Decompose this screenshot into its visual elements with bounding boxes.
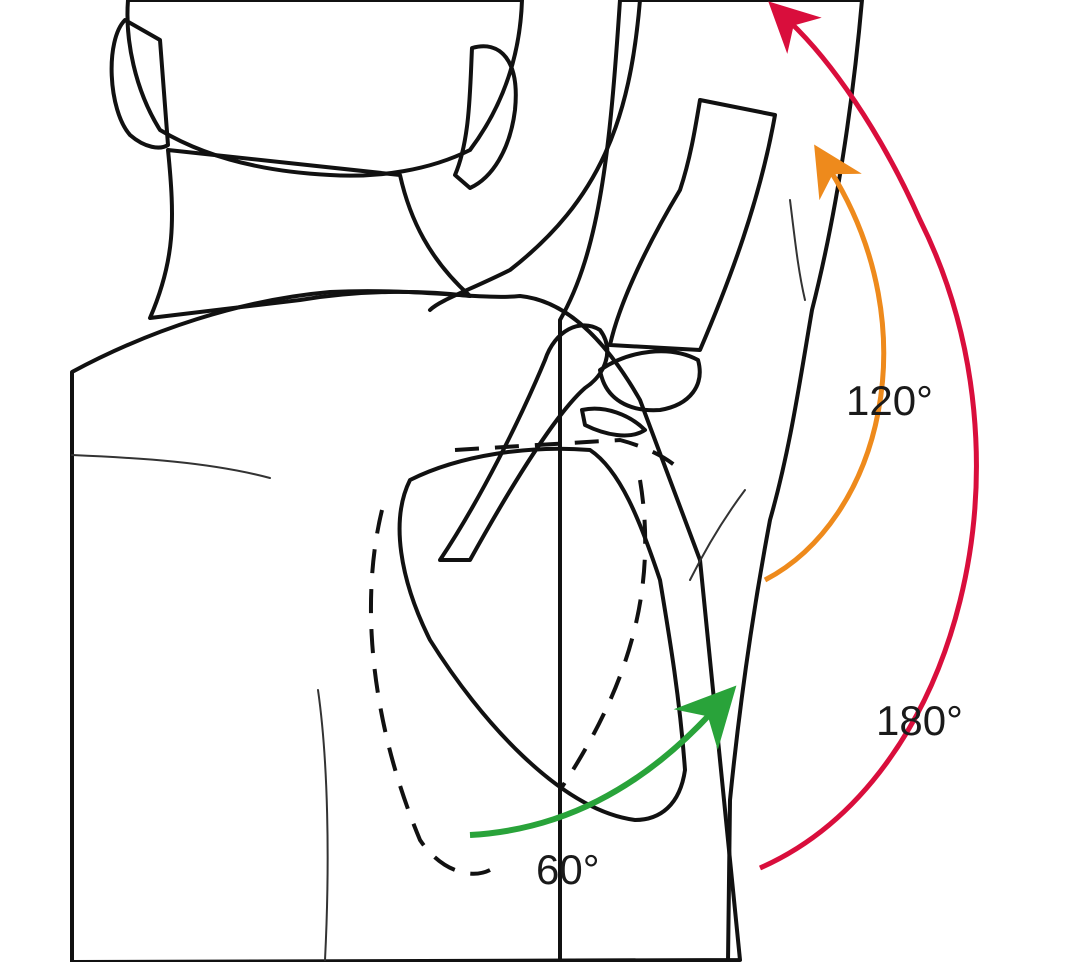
label-60-degrees: 60° [536,846,600,893]
arm-front-edge [428,0,642,312]
head-hair [125,0,524,178]
back-crease-2 [317,689,329,961]
back-crease [71,454,271,479]
raised-arm [558,0,864,962]
left-ear [109,18,170,150]
label-180-degrees: 180° [876,697,963,744]
humerus [608,98,777,352]
humeral-head-cartilage [598,349,702,413]
arm-crease [689,489,746,581]
arc-180-arrow [758,1,979,871]
label-120-degrees: 120° [846,377,933,424]
arc-60-arrow [469,685,737,838]
back-torso [70,289,742,962]
arm-crease-2 [789,199,806,301]
scapula-resting-outline [368,437,682,876]
scapular-spine [438,323,610,562]
right-ear [453,44,518,190]
neck [148,148,472,320]
arc-120-arrow [763,144,887,583]
glenoid-cartilage [580,406,647,438]
scapula [397,446,687,822]
